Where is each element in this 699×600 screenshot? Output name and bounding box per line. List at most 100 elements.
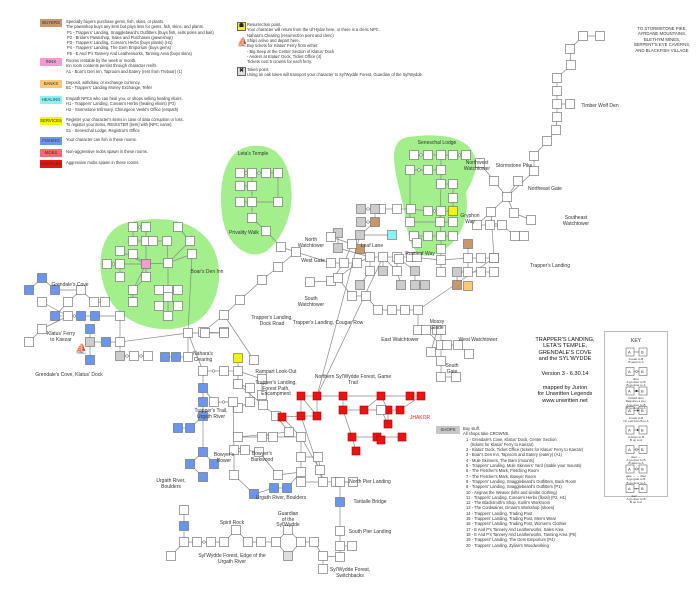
room-plain [235, 181, 245, 191]
area-label-klatus-dock: Grendale's Cove, Klatus' Dock [35, 372, 103, 378]
svg-text:B: B [641, 389, 644, 394]
room-plain [37, 297, 47, 307]
shop-item: 18 - E And P's Tannery And Leatherworks,… [466, 531, 577, 537]
room-plain [595, 31, 605, 41]
room-plain [247, 168, 257, 178]
room-fishing [282, 483, 292, 493]
room-plain [333, 273, 343, 283]
door-icon [202, 540, 206, 544]
room-token [283, 551, 293, 561]
room-plain [578, 31, 588, 41]
room-plain [163, 258, 173, 268]
room-plain [257, 275, 267, 285]
room-plain [448, 193, 458, 203]
room-fishing [37, 273, 47, 283]
room-fishing [90, 311, 100, 321]
room-buyers [370, 217, 380, 227]
room-plain [405, 165, 415, 175]
room-plain [394, 254, 404, 264]
room-plain [284, 427, 294, 437]
buyers-description: Specially buyers purchase gems, fish, sk… [66, 19, 214, 56]
symbol-line: Buy tickets for Klatus' Ferry from eithe… [247, 43, 319, 49]
area-label-north-watchtower: North Watchtower [297, 237, 325, 249]
area-label-switchbacks: Syl'Wydde Forest, Switchbacks [329, 567, 371, 579]
room-plain [128, 222, 138, 232]
area-label-edge-urgath: Syl'Wydde Forest, Edge of the Urgath Riv… [198, 553, 266, 565]
room-fishing [185, 459, 195, 469]
room-plain [436, 165, 446, 175]
key-caption-line: B up to A [629, 438, 643, 443]
door-icon [139, 354, 143, 358]
door-icon [494, 223, 498, 227]
area-label-game-trail: Northern Syl'Wydde Forest, Game Trail [314, 374, 392, 386]
key-caption-line: B west to A [628, 461, 644, 466]
room-plain [257, 432, 267, 442]
room-plain [435, 217, 445, 227]
room-shop [355, 230, 365, 240]
key-caption-line: B west to A [628, 360, 644, 365]
symbol-line: - Anders at Klatus' Dock, Ticket Office … [247, 53, 322, 59]
room-plain [348, 477, 358, 487]
room-plain [519, 231, 529, 241]
area-label-northwest-watchtower: Northwest Watchtower [463, 160, 491, 172]
room-buyers [355, 244, 365, 254]
room-plain [552, 99, 562, 109]
room-plain [387, 305, 397, 315]
symbol-line: Ships arrive and depart here. [247, 38, 300, 43]
area-label-west-watchtower: West Watchtower [458, 337, 498, 343]
door-icon [366, 207, 370, 211]
room-fishing [50, 311, 60, 321]
room-hostile [338, 391, 348, 401]
shop-item: 14 - Trappers' Landing, Trading Post [466, 510, 533, 516]
svg-text:A: A [628, 467, 631, 472]
room-plain [335, 541, 345, 551]
room-plain [273, 470, 283, 480]
key-caption-line: door → [631, 454, 641, 459]
mobs-description: Non-aggressive mobs spawn in these rooms… [66, 149, 148, 154]
legend-line: Deposit, withdraw, or exchange currency. [66, 80, 141, 85]
room-plain [247, 213, 257, 223]
room-plain [436, 150, 446, 160]
shop-item: 8 - Trappers' Landing, Snagglebeard's Ou… [466, 478, 577, 484]
room-fishing [50, 285, 60, 295]
shops-badge: SHOPS [436, 426, 460, 434]
room-plain [509, 208, 519, 218]
svg-text:B: B [641, 467, 644, 472]
svg-text:A: A [628, 350, 631, 355]
room-plain [163, 292, 173, 302]
room-fishing [209, 459, 219, 469]
room-plain [400, 305, 410, 315]
room-fishing [173, 423, 183, 433]
room-hostile [312, 411, 322, 421]
svg-text:B: B [641, 369, 644, 374]
legend-line: Your character can fish in these rooms. [66, 137, 137, 142]
room-fishing [335, 497, 345, 507]
room-plain [378, 252, 388, 262]
area-label-seneschal-lodge: Seneschal Lodge [417, 140, 457, 146]
door-icon [111, 262, 116, 266]
room-plain [526, 215, 536, 225]
room-plain [361, 291, 371, 301]
door-icon [457, 153, 462, 157]
room-plain [436, 325, 446, 335]
room-plain [183, 328, 193, 338]
room-plain [502, 192, 512, 202]
legend-line: S1 - Seneschal Lodge, Registrar's Office [66, 127, 140, 133]
area-label-mossy-glade: Mossy Glade [429, 319, 445, 331]
area-label-spirit-rock: Spirit Rock [219, 520, 245, 526]
title-line: LETA'S TEMPLE, [543, 343, 587, 350]
connection [232, 401, 235, 451]
room-plain [249, 355, 259, 365]
area-label-southeast-watchtower: Southeast Watchtower [562, 215, 590, 227]
room-plain [405, 217, 415, 227]
healing-swatch: HEALING [40, 96, 62, 104]
legend-line: Specially buyers purchase gems, fish, sk… [66, 19, 165, 24]
map-rooms [24, 31, 605, 574]
